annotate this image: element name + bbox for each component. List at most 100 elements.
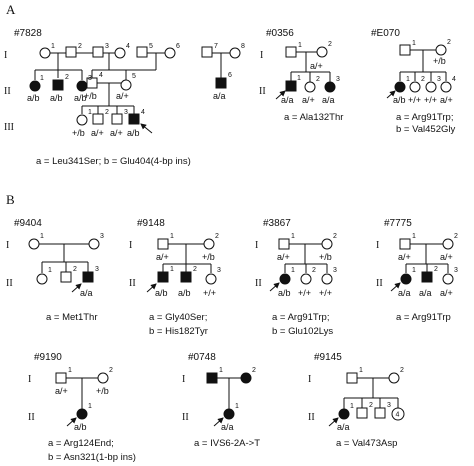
- pedigree-7828: #7828 I II III 1 2 3 4 5 6 7 8 1: [4, 28, 245, 167]
- individual-number: 1: [219, 367, 223, 374]
- male-unaffected: [201, 46, 213, 58]
- individual-number: 2: [333, 233, 337, 240]
- genotype-label: a/+: [55, 386, 68, 396]
- generation-label-i: I: [129, 240, 132, 251]
- genotype-label: a/+: [91, 128, 104, 138]
- female-unaffected: [442, 273, 454, 285]
- female-unaffected: [76, 114, 88, 126]
- male-unaffected: [356, 407, 368, 419]
- genotype-label: a/a: [213, 91, 226, 101]
- individual-number: 6: [176, 43, 180, 50]
- individual-number: 5: [149, 43, 153, 50]
- female-unaffected: [205, 273, 217, 285]
- genotype-label: +/b: [433, 56, 446, 66]
- genotype-label: a/a: [419, 288, 432, 298]
- genotype-label: a/b: [178, 288, 191, 298]
- mutation-legend-b: b = His182Tyr: [149, 326, 208, 337]
- individual-number: 3: [387, 402, 391, 409]
- female-unaffected: [435, 44, 447, 56]
- genotype-label: a/+: [440, 95, 453, 105]
- pedigree-9148: #9148 I II 1 2 a/+ +/b 1 2 3 a/b a/b +/+…: [129, 218, 221, 337]
- individual-number: 2: [78, 43, 82, 50]
- genotype-label: +/+: [319, 288, 332, 298]
- male-unaffected: [399, 238, 411, 250]
- mutation-legend-a: a = Arg124End;: [48, 438, 114, 449]
- individual-number: 3: [437, 76, 441, 83]
- individual-number: 1: [235, 403, 239, 410]
- generation-label-iii: III: [4, 122, 14, 133]
- male-affected: [180, 271, 192, 283]
- pedigree-id: #9190: [34, 352, 62, 363]
- proband-arrow-icon: [269, 282, 280, 292]
- pedigree-id: #0356: [266, 28, 294, 39]
- male-unaffected: [92, 113, 104, 125]
- proband-arrow-icon: [386, 90, 396, 99]
- generation-label-i: I: [308, 374, 311, 385]
- female-affected-proband: [279, 273, 291, 285]
- pedigree-id: #0748: [188, 352, 216, 363]
- male-unaffected: [60, 271, 72, 283]
- individual-number: 2: [316, 76, 320, 83]
- female-affected: [240, 372, 252, 384]
- pedigree-0748: #0748 I II 1 2 1 a/a a = IVS6-2A->T: [182, 352, 260, 449]
- male-unaffected: [157, 238, 169, 250]
- genotype-label: +/+: [203, 288, 216, 298]
- male-unaffected: [136, 46, 148, 58]
- male-unaffected: [346, 372, 358, 384]
- pedigree-id: #9148: [137, 218, 165, 229]
- individual-number: 2: [312, 267, 316, 274]
- individual-unaffected: [391, 407, 405, 421]
- individual-number: 4: [396, 412, 400, 419]
- individual-number: 1: [412, 40, 416, 47]
- female-affected: [324, 81, 336, 93]
- individual-number: 1: [291, 267, 295, 274]
- genotype-label: +/b: [96, 386, 109, 396]
- male-affected: [52, 79, 64, 91]
- individual-number: 1: [48, 267, 52, 274]
- individual-number: 4: [126, 43, 130, 50]
- pedigree-id: #3867: [263, 218, 291, 229]
- genotype-label: a/b: [74, 422, 87, 432]
- pedigree-id: #7828: [14, 28, 42, 39]
- female-unaffected: [321, 273, 333, 285]
- female-unaffected: [88, 238, 100, 250]
- mutation-legend: a = Met1Thr: [46, 312, 97, 323]
- genotype-label: a/b: [127, 128, 140, 138]
- generation-label-ii: II: [308, 412, 315, 423]
- individual-number: 1: [170, 266, 174, 273]
- genotype-label: +/b: [84, 91, 97, 101]
- generation-label-i: I: [182, 374, 185, 385]
- proband-arrow-icon: [146, 283, 157, 293]
- proband-arrow-icon: [390, 282, 401, 292]
- individual-number: 2: [434, 266, 438, 273]
- genotype-label: a/+: [310, 61, 323, 71]
- female-affected-proband: [394, 81, 406, 93]
- individual-number: 1: [88, 109, 92, 116]
- individual-number: 1: [297, 75, 301, 82]
- individual-number: 2: [328, 41, 332, 48]
- genotype-label: a/a: [80, 288, 93, 298]
- genotype-label: a/a: [337, 422, 350, 432]
- individual-number: 1: [412, 233, 416, 240]
- female-unaffected: [409, 81, 421, 93]
- individual-number: 1: [40, 233, 44, 240]
- individual-number: 3: [333, 267, 337, 274]
- generation-label-ii: II: [255, 278, 262, 289]
- individual-number: 1: [68, 367, 72, 374]
- pedigree-id: #9145: [314, 352, 342, 363]
- genotype-label: +/b: [72, 128, 85, 138]
- female-unaffected: [164, 47, 176, 59]
- female-unaffected: [36, 273, 48, 285]
- pedigree-3867: #3867 I II 1 2 a/+ +/b 1 2 3 a/b +/+ +/+…: [255, 218, 337, 337]
- male-unaffected: [92, 46, 104, 58]
- individual-number: 3: [105, 43, 109, 50]
- pedigree-id: #9404: [14, 218, 42, 229]
- genotype-label: +/+: [424, 95, 437, 105]
- individual-number: 1: [412, 267, 416, 274]
- generation-label-ii: II: [129, 278, 136, 289]
- mutation-legend-a: a = Arg91Trp;: [396, 112, 453, 123]
- individual-number: 1: [359, 367, 363, 374]
- female-affected-proband: [338, 408, 350, 420]
- individual-number: 2: [252, 367, 256, 374]
